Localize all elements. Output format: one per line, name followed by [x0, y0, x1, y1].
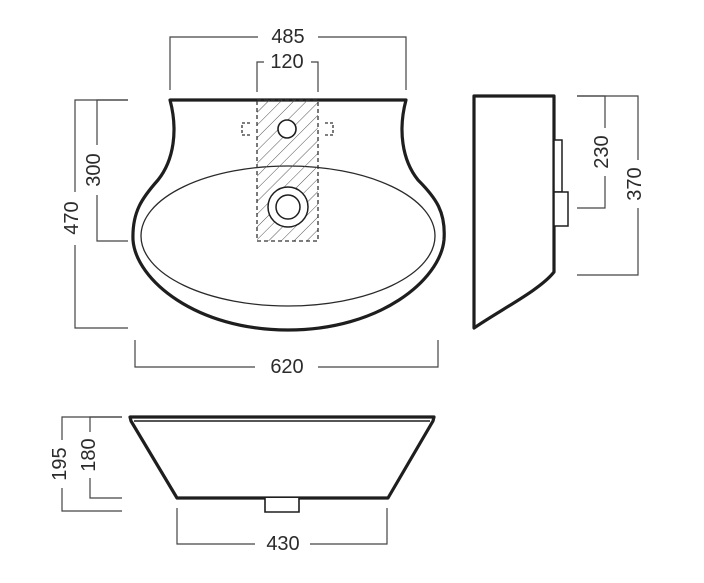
dim-230-line-top [577, 95, 606, 128]
dim-120-line-left [256, 61, 264, 92]
dim-370-label: 370 [624, 167, 646, 200]
dim-180-line-bottom [89, 478, 122, 499]
dim-470-label: 470 [61, 201, 83, 234]
dim-485-line-right [318, 36, 407, 90]
dim-300-line-top [96, 99, 128, 145]
side-view: 230 370 [472, 94, 646, 330]
dim-120-label: 120 [270, 51, 303, 73]
side-view-wall-bracket-upper [553, 139, 563, 193]
front-view-drain-stub [264, 498, 300, 513]
drain-outer [267, 186, 309, 228]
dim-620-label: 620 [270, 356, 303, 378]
dim-230-label: 230 [591, 135, 613, 168]
tap-hole [277, 119, 297, 139]
dim-300-label: 300 [83, 153, 105, 186]
optional-tap-hole-left [241, 122, 250, 136]
dim-230-line-bottom [577, 176, 606, 209]
front-view-outline [128, 415, 436, 500]
dim-195-line-bottom [61, 488, 122, 512]
top-view: 485 120 300 470 620 [61, 26, 446, 378]
dim-180-line-top [89, 416, 122, 432]
front-view: 195 180 430 [49, 415, 436, 555]
side-view-outline [472, 94, 556, 330]
dim-120-line-right [311, 61, 319, 92]
dim-485-label: 485 [271, 26, 304, 48]
dim-195-label: 195 [49, 447, 71, 480]
dim-430-label: 430 [266, 533, 299, 555]
dim-620-line-left [134, 340, 255, 368]
dim-470-line-top [74, 99, 128, 192]
dim-430-line-right [310, 508, 388, 545]
dim-485-line [169, 36, 258, 90]
dim-620-line-right [318, 340, 439, 368]
optional-tap-hole-right [325, 122, 334, 136]
dim-370-line-top [577, 95, 639, 160]
top-view-basin-outline [131, 98, 446, 332]
dim-430-line-left [176, 508, 255, 545]
dim-470-line-bottom [74, 245, 128, 329]
dim-370-line-bottom [577, 208, 639, 276]
dim-180-label: 180 [78, 438, 100, 471]
drain-inner [275, 194, 301, 220]
side-view-wall-bracket-lower [553, 191, 569, 227]
dim-195-line-top [61, 416, 122, 440]
dim-300-line-bottom [96, 195, 128, 242]
